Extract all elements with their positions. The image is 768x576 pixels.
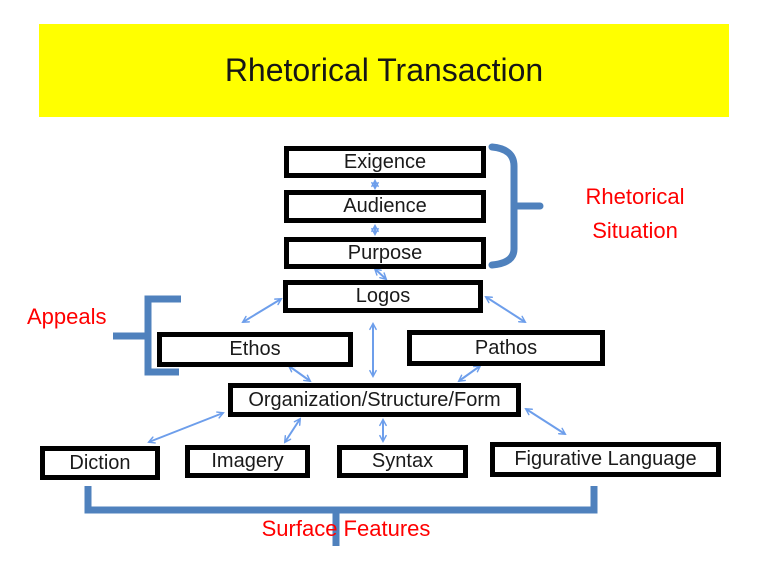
arrow-group: [147, 179, 567, 444]
title-banner: Rhetorical Transaction: [39, 24, 729, 117]
arrow-purpose-logos: [373, 267, 388, 281]
label-surface-features: Surface Features: [261, 516, 431, 541]
node-organization-structure-form: Organization/Structure/Form: [228, 383, 521, 417]
arrow-organization-figurative-language: [524, 407, 567, 436]
brace-rhetorical-situation-icon: [488, 143, 544, 269]
label-rhetorical-situation: Rhetorical Situation: [563, 180, 707, 248]
brace-stem: [488, 143, 518, 269]
node-audience: Audience: [284, 190, 486, 223]
slide-title: Rhetorical Transaction: [224, 52, 544, 88]
arrow-pathos-organization: [457, 364, 482, 383]
label-appeals: Appeals: [27, 304, 107, 329]
bottom-bracket-span: [84, 486, 598, 514]
node-ethos: Ethos: [157, 332, 353, 367]
arrow-logos-pathos: [484, 295, 527, 324]
bracket-surface-features-icon: [84, 486, 598, 546]
label-rhetorical-situation-line1: Rhetorical: [585, 184, 685, 209]
node-pathos: Pathos: [407, 330, 605, 366]
label-rhetorical-situation-line2: Situation: [592, 218, 678, 243]
node-syntax: Syntax: [337, 445, 468, 478]
node-imagery: Imagery: [185, 445, 310, 478]
arrow-logos-ethos: [241, 297, 283, 324]
node-exigence: Exigence: [284, 146, 486, 178]
arrow-organization-imagery: [283, 417, 302, 444]
bracket-appeals-icon: [113, 295, 181, 376]
node-figurative-language: Figurative Language: [490, 442, 721, 477]
node-diction: Diction: [40, 446, 160, 480]
node-logos: Logos: [283, 280, 483, 313]
arrow-ethos-organization: [287, 364, 312, 383]
arrow-organization-diction: [147, 411, 225, 444]
node-purpose: Purpose: [284, 237, 486, 269]
